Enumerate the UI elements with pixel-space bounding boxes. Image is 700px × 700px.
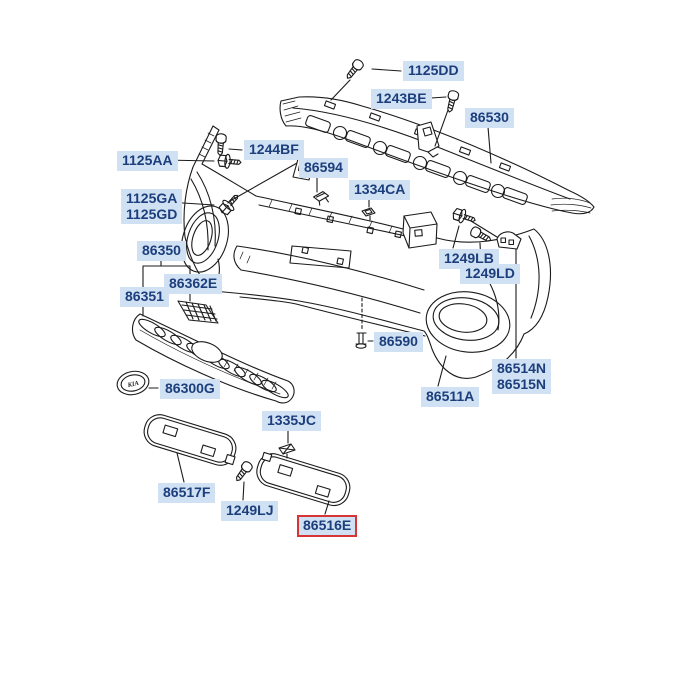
clip-86594 — [313, 191, 330, 206]
part-number-text: 1243BE — [376, 90, 427, 106]
part-label-86300G[interactable]: 86300G — [160, 379, 220, 399]
part-number-text: 1125AA — [122, 152, 173, 168]
part-number-text: 86590 — [379, 333, 418, 349]
part-label-86594[interactable]: 86594 — [299, 158, 348, 178]
bumper-bracket-drawing — [416, 121, 440, 158]
part-label-86362E[interactable]: 86362E — [164, 274, 223, 294]
part-label-86350[interactable]: 86350 — [137, 241, 186, 261]
part-label-1249LJ[interactable]: 1249LJ — [221, 501, 279, 521]
part-number-text: 86594 — [304, 159, 343, 175]
part-label-86351[interactable]: 86351 — [120, 287, 169, 307]
fasteners-drawing — [214, 57, 494, 485]
clip-1335JC — [278, 443, 296, 459]
lower-grille-right-drawing — [256, 451, 351, 507]
part-label-86517F[interactable]: 86517F — [158, 483, 216, 503]
part-number-text: 1249LD — [465, 265, 515, 281]
part-label-1125AA[interactable]: 1125AA — [117, 151, 178, 171]
part-number-text: 1334CA — [354, 181, 406, 197]
kia-emblem-text: KIA — [126, 380, 140, 390]
clip-1334CA — [361, 207, 376, 221]
part-number-text: 86511A — [426, 388, 475, 404]
part-number-text: 1125GD — [126, 205, 178, 222]
part-number-text: 1249LJ — [226, 502, 274, 518]
part-label-1335JC[interactable]: 1335JC — [262, 411, 322, 431]
part-number-text: 1249LB — [444, 250, 494, 266]
part-number-text: 86300G — [165, 380, 215, 396]
part-number-text: 1125DD — [408, 62, 459, 78]
grille-drawing — [131, 300, 295, 404]
part-label-1244BF[interactable]: 1244BF — [244, 140, 304, 160]
part-number-text: 86362E — [169, 275, 218, 291]
leader-lines — [142, 68, 517, 515]
lower-grille-left-drawing — [143, 414, 237, 466]
part-number-text: 86517F — [163, 484, 211, 500]
part-number-text: 1244BF — [249, 141, 299, 157]
part-number-text: 86516E — [303, 517, 352, 533]
rivet-86590 — [355, 332, 367, 349]
part-number-text: 1125GA — [126, 190, 178, 206]
part-number-text: 86515N — [497, 375, 547, 392]
part-label-86516E[interactable]: 86516E — [297, 515, 358, 537]
part-label-86530[interactable]: 86530 — [465, 108, 514, 128]
part-label-1243BE[interactable]: 1243BE — [371, 89, 432, 109]
part-label-1125DD[interactable]: 1125DD — [403, 61, 464, 81]
part-label-1249LD[interactable]: 1249LD — [460, 264, 520, 284]
part-number-text: 86351 — [125, 288, 164, 304]
part-label-1249LB[interactable]: 1249LB — [439, 249, 499, 269]
part-number-text: 86530 — [470, 109, 509, 125]
part-number-text: 1335JC — [267, 412, 317, 428]
part-label-1334CA[interactable]: 1334CA — [349, 180, 411, 200]
part-number-text: 86350 — [142, 242, 181, 258]
part-label-86590[interactable]: 86590 — [374, 332, 423, 352]
part-label-86511A[interactable]: 86511A — [421, 387, 480, 407]
part-number-text: 86514N — [497, 360, 547, 376]
kia-emblem-drawing: KIA — [116, 370, 150, 396]
